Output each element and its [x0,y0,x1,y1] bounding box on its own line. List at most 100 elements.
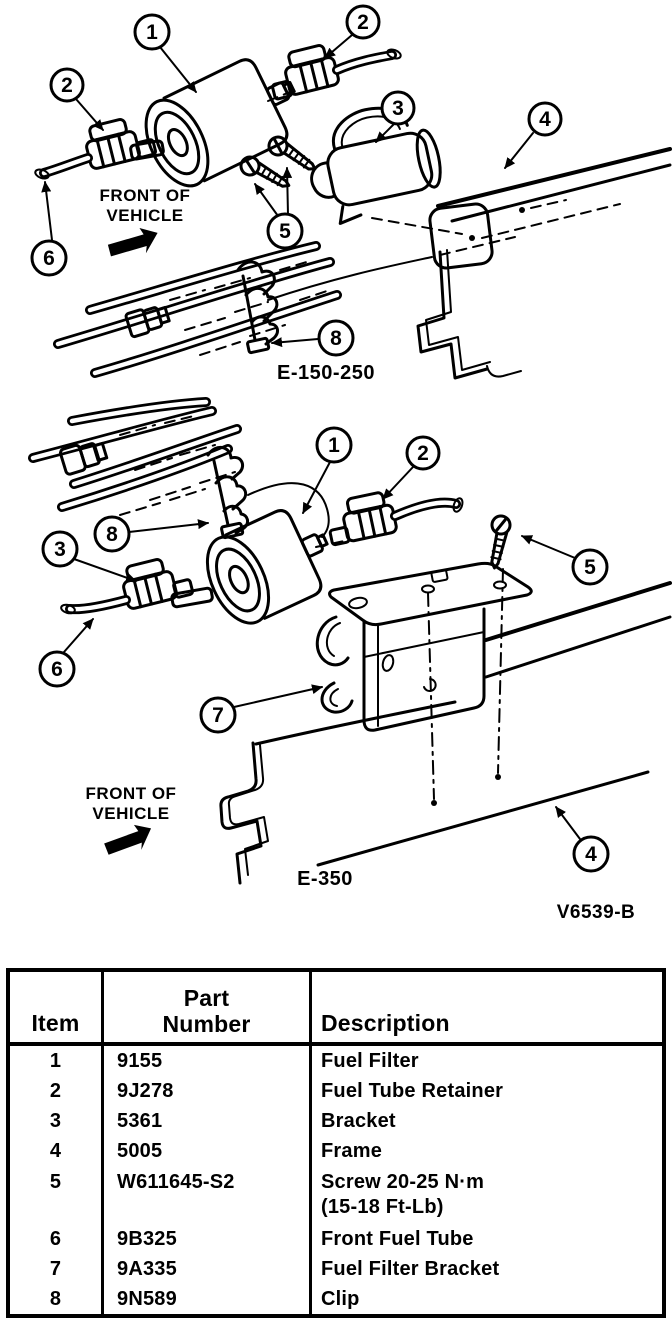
column-header-item: Item [10,972,104,1042]
callout-1: 1 [315,426,353,464]
cell-description: Clip [321,1287,360,1310]
fuel-filter-illustration [129,58,296,188]
diagram-e150-250: 1 2 2 3 4 5 6 8 FRONT OF VEHICLE E-150-2… [30,4,672,384]
callout-3: 3 [380,90,416,126]
svg-text:7: 7 [212,704,224,727]
callout-5: 5 [266,212,304,250]
front-direction-arrow-icon [104,824,152,855]
front-of-vehicle-label: FRONT OF VEHICLE [100,186,191,257]
svg-text:5: 5 [279,220,291,243]
svg-text:2: 2 [417,442,429,465]
fuel-tube-retainer [60,551,195,615]
front-fuel-tube [53,241,342,378]
svg-text:VEHICLE: VEHICLE [106,206,183,225]
svg-text:1: 1 [146,21,158,44]
cell-description: Fuel Filter [321,1049,419,1072]
front-direction-arrow-icon [107,227,158,257]
column-header-description: Description [321,1010,450,1036]
fuel-filter-bracket [315,561,533,732]
diagram-caption: E-150-250 [277,362,375,384]
parts-table-header: Item Part Number Description [10,972,662,1046]
svg-text:2: 2 [357,11,369,34]
screw [427,513,516,806]
parts-table: Item Part Number Description 1 9155 Fuel… [6,968,666,1318]
table-row: 2 9J278 Fuel Tube Retainer [10,1076,662,1106]
cell-part-number: 5361 [104,1106,312,1136]
table-row: 1 9155 Fuel Filter [10,1046,662,1076]
fuel-tube-retainer [34,111,158,180]
svg-text:8: 8 [106,523,118,546]
callout-1: 1 [133,13,171,51]
cell-part-number: 9B325 [104,1224,312,1254]
front-of-vehicle-label: FRONT OF VEHICLE [86,784,177,855]
bracket [310,106,442,225]
clip [236,260,279,355]
fuel-line-routing [247,482,330,538]
svg-text:2: 2 [61,74,73,97]
diagram-e350: 1 2 3 5 6 7 8 4 FRONT OF VEHICLE E-350 V… [28,397,672,923]
svg-text:8: 8 [330,327,342,350]
cell-description: Screw 20-25 N·m (15-18 Ft-Lb) [321,1171,485,1218]
cell-item: 7 [10,1254,104,1284]
svg-text:6: 6 [51,658,63,681]
callout-2-left: 2 [49,67,85,103]
leader-arrow [63,461,581,840]
callout-8: 8 [93,515,131,553]
cell-item: 5 [10,1166,104,1224]
leader-arrow [41,34,534,348]
svg-text:3: 3 [392,97,404,120]
svg-text:4: 4 [585,843,597,866]
cell-item: 4 [10,1136,104,1166]
cell-item: 1 [10,1046,104,1076]
cell-item: 2 [10,1076,104,1106]
svg-text:4: 4 [539,108,551,131]
cell-description: Frame [321,1139,383,1162]
callout-6: 6 [38,650,76,688]
frame-rail [371,147,672,380]
table-row: 6 9B325 Front Fuel Tube [10,1224,662,1254]
cell-part-number: 9A335 [104,1254,312,1284]
column-header-part-number: Part Number [104,972,312,1042]
clip [206,446,250,540]
svg-text:FRONT OF: FRONT OF [86,784,177,803]
cell-item: 3 [10,1106,104,1136]
callout-7: 7 [199,696,237,734]
fuel-tube-retainer [263,41,402,102]
cell-part-number: 9J278 [104,1076,312,1106]
cell-description: Fuel Filter Bracket [321,1257,500,1280]
diagram-caption: E-350 [297,868,353,890]
table-row: 3 5361 Bracket [10,1106,662,1136]
callout-4: 4 [527,101,563,137]
frame-rail [219,581,672,885]
svg-text:3: 3 [54,538,66,561]
fuel-filter-illustration [170,509,345,625]
fuel-tube-retainer [322,488,464,547]
fuel-line-routing-dashed [439,236,516,256]
table-row: 4 5005 Frame [10,1136,662,1166]
svg-text:5: 5 [584,556,596,579]
callout-2: 2 [405,435,441,471]
cell-part-number: 9N589 [104,1284,312,1314]
svg-text:1: 1 [328,434,340,457]
callout-8: 8 [317,319,355,357]
svg-text:6: 6 [43,247,55,270]
callout-2-top: 2 [345,4,381,40]
figure-code: V6539-B [557,902,636,923]
callout-5: 5 [571,548,609,586]
svg-text:FRONT OF: FRONT OF [100,186,191,205]
callout-4: 4 [572,835,610,873]
cell-item: 8 [10,1284,104,1314]
table-row: 7 9A335 Fuel Filter Bracket [10,1254,662,1284]
cell-part-number: 5005 [104,1136,312,1166]
front-fuel-tube [28,397,242,516]
fuel-line-routing [267,256,433,301]
cell-description: Bracket [321,1109,396,1132]
svg-text:VEHICLE: VEHICLE [92,804,169,823]
cell-item: 6 [10,1224,104,1254]
table-row: 5 W611645-S2 Screw 20-25 N·m (15-18 Ft-L… [10,1166,662,1224]
callout-3: 3 [41,530,79,568]
cell-description: Front Fuel Tube [321,1227,474,1250]
cell-description: Fuel Tube Retainer [321,1079,504,1102]
callout-6: 6 [30,239,68,277]
